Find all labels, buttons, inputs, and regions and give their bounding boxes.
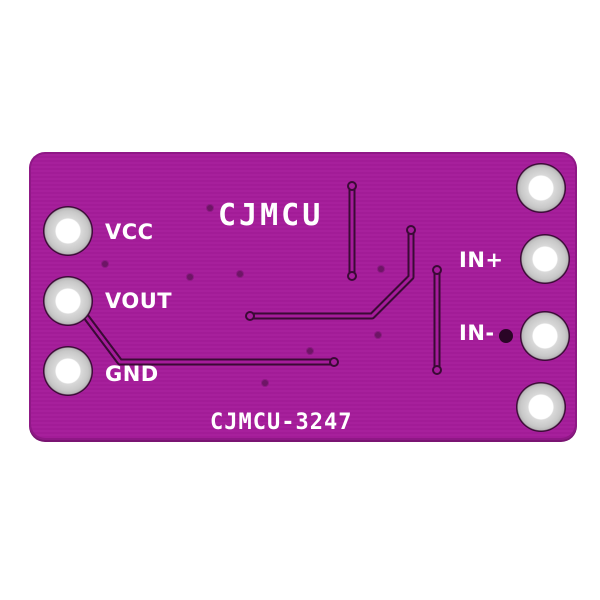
- pin-pad-in-plus: [520, 234, 570, 284]
- via: [262, 380, 268, 386]
- pin-label-in-minus: IN-: [459, 321, 495, 345]
- pin-pad-right-4: [516, 382, 566, 432]
- pin-pad-in-minus: [520, 311, 570, 361]
- via: [375, 332, 381, 338]
- pin-label-gnd: GND: [105, 362, 159, 386]
- brand-label: CJMCU: [218, 198, 324, 233]
- via: [102, 261, 108, 267]
- pin-pad-right-1: [516, 163, 566, 213]
- via: [237, 271, 243, 277]
- via: [378, 266, 384, 272]
- model-label: CJMCU-3247: [210, 410, 353, 435]
- pin-label-vcc: VCC: [105, 220, 154, 244]
- pin-label-vout: VOUT: [105, 289, 173, 313]
- pin-label-in-plus: IN+: [459, 248, 504, 272]
- pcb-board: [29, 152, 577, 440]
- via: [187, 274, 193, 280]
- pin-pad-gnd: [43, 346, 93, 396]
- pin-pad-vcc: [43, 206, 93, 256]
- pin-pad-vout: [43, 276, 93, 326]
- via: [207, 205, 213, 211]
- via: [307, 348, 313, 354]
